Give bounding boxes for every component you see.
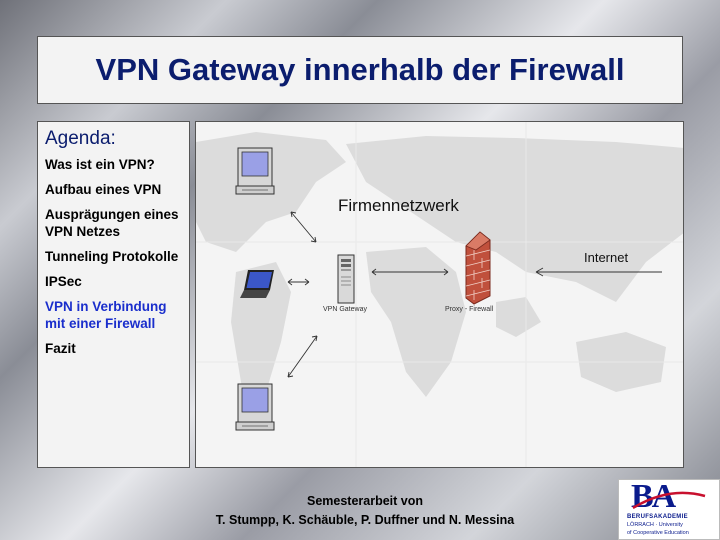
agenda-panel: Agenda: Was ist ein VPN? Aufbau eines VP… [37,121,190,468]
institution-logo: BA BERUFSAKADEMIE LÖRRACH · University o… [618,478,720,540]
server-tower-icon[interactable] [337,254,355,304]
desktop-computer-icon[interactable] [235,383,275,431]
logo-line1: BERUFSAKADEMIE [627,514,688,520]
logo-line2: LÖRRACH · University [627,522,683,528]
title-box: VPN Gateway innerhalb der Firewall [37,36,683,104]
firewall-label: Proxy - Firewall [445,306,494,313]
slide-title: VPN Gateway innerhalb der Firewall [95,52,625,87]
agenda-item[interactable]: Aufbau eines VPN [45,182,162,197]
footer-authors: T. Stumpp, K. Schäuble, P. Duffner und N… [215,513,515,527]
diagram-canvas [196,122,683,467]
agenda-list: Was ist ein VPN? Aufbau eines VPN Ausprä… [45,156,183,357]
agenda-item[interactable]: Ausprägungen eines VPN Netzes [45,207,179,239]
connection-arrows [287,211,662,378]
network-label: Firmennetzwerk [338,196,459,215]
footer-line1: Semesterarbeit von [306,494,424,508]
network-diagram: Firmennetzwerk Internet VPN Gateway Prox… [195,121,684,468]
laptop-icon[interactable] [240,270,274,298]
agenda-heading: Agenda: [45,128,116,149]
agenda-item[interactable]: Was ist ein VPN? [45,157,155,172]
logo-mark: BA [631,478,676,515]
brick-firewall-icon[interactable] [465,231,491,305]
footer: Semesterarbeit von T. Stumpp, K. Schäubl… [190,492,540,530]
desktop-computer-icon[interactable] [235,147,275,195]
agenda-item[interactable]: IPSec [45,274,82,289]
logo-swoosh-icon [632,491,706,510]
logo-line3: of Cooperative Education [627,530,689,536]
agenda-item-active[interactable]: VPN in Verbindung mit einer Firewall [45,299,167,331]
map-gridlines [196,122,683,467]
internet-label: Internet [584,250,629,265]
agenda-item[interactable]: Tunneling Protokolle [45,249,179,264]
gateway-label: VPN Gateway [323,306,367,313]
agenda-item[interactable]: Fazit [45,341,76,356]
